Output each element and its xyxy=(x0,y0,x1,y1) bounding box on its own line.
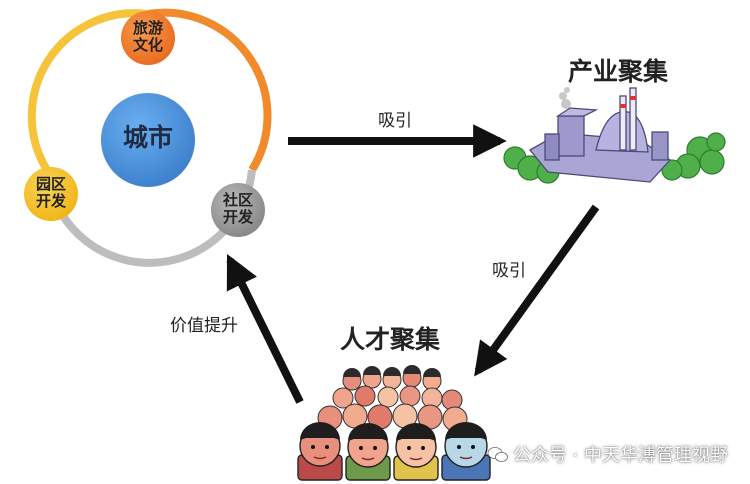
city-center-circle xyxy=(101,93,195,187)
park-line2: 开发 xyxy=(35,192,66,211)
community-line2: 开发 xyxy=(222,208,253,227)
arrow-label-talent-to-city: 价值提升 xyxy=(170,316,238,336)
community-node-label: 社区 开发 xyxy=(211,191,265,227)
park-line1: 园区 xyxy=(35,175,66,193)
community-node xyxy=(211,183,265,237)
tourism-node-label: 旅游 文化 xyxy=(121,19,175,55)
talent-title: 人才聚集 xyxy=(340,325,441,354)
tourism-node xyxy=(121,11,175,65)
park-node xyxy=(24,167,78,221)
community-line1: 社区 xyxy=(222,191,253,209)
arrow-label-industry-to-talent: 吸引 xyxy=(492,261,526,281)
wechat-icon xyxy=(487,447,508,462)
city-center-label: 城市 xyxy=(122,123,173,152)
watermark: 公众号 · 中天华溥管理视野 xyxy=(487,441,728,467)
arrow-industry-to-talent xyxy=(474,204,600,377)
arrow-label-city-to-industry: 吸引 xyxy=(378,111,412,131)
watermark-text: 公众号 · 中天华溥管理视野 xyxy=(512,445,728,466)
factory-icon xyxy=(503,87,726,184)
industry-title: 产业聚集 xyxy=(568,57,669,86)
tourism-line1: 旅游 xyxy=(132,19,163,37)
arrow-talent-to-city xyxy=(226,253,304,404)
crowd-icon xyxy=(297,365,491,481)
tourism-line2: 文化 xyxy=(132,36,163,55)
park-node-label: 园区 开发 xyxy=(24,175,78,211)
